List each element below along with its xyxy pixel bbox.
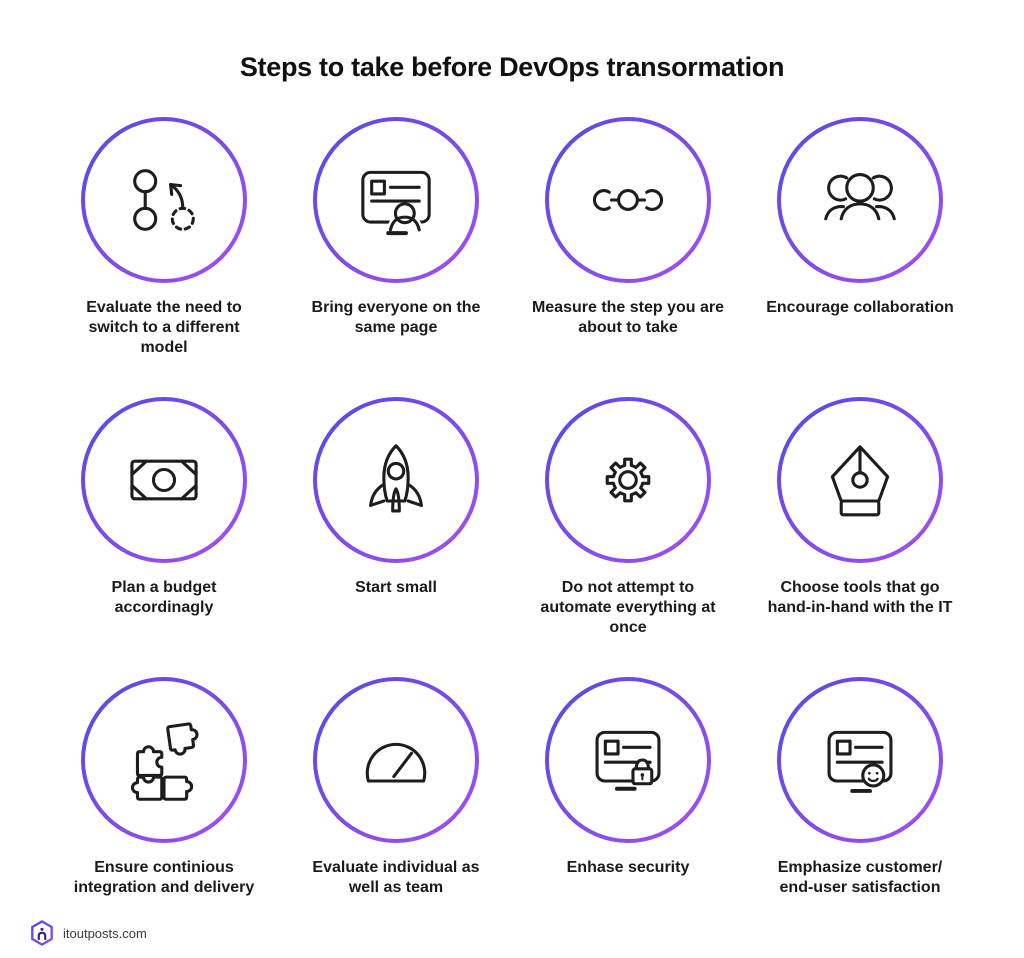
step-item: Plan a budget accordinagly (66, 397, 262, 677)
gauge-icon (365, 742, 427, 783)
step-circle (313, 397, 479, 563)
step-circle (313, 677, 479, 843)
presentation-card-person-icon (361, 170, 431, 236)
step-item: Start small (298, 397, 494, 677)
step-circle (81, 677, 247, 843)
step-item: Emphasize customer/ end-user satisfactio… (762, 677, 958, 957)
step-caption: Enhase security (566, 859, 690, 876)
smiley-card-icon (827, 730, 893, 793)
step-item: Bring everyone on the same page (298, 117, 494, 397)
linked-steps-icon (592, 189, 664, 211)
page-title: Steps to take before DevOps transormatio… (239, 52, 785, 82)
gear-icon (605, 457, 651, 503)
step-caption: Do not attempt to automate everything at… (540, 579, 716, 636)
step-circle (545, 677, 711, 843)
banknote-icon (130, 459, 198, 501)
step-item: Enhase security (530, 677, 726, 957)
step-item: Encourage collaboration (762, 117, 958, 397)
branch-switch-icon (133, 169, 195, 231)
step-caption: Emphasize customer/ end-user satisfactio… (777, 859, 943, 896)
step-caption: Measure the step you are about to take (531, 299, 725, 336)
pen-nib-icon (830, 445, 890, 517)
step-caption: Plan a budget accordinagly (111, 579, 217, 616)
footer-site-text: itoutposts.com (63, 925, 147, 941)
footer: itoutposts.com (30, 920, 147, 946)
step-caption: Start small (355, 579, 437, 596)
step-item: Choose tools that go hand-in-hand with t… (762, 397, 958, 677)
step-circle (81, 117, 247, 283)
people-group-icon (824, 173, 896, 221)
step-circle (777, 397, 943, 563)
steps-grid: Evaluate the need to switch to a differe… (48, 117, 976, 957)
step-item: Do not attempt to automate everything at… (530, 397, 726, 677)
step-caption: Choose tools that go hand-in-hand with t… (767, 579, 953, 616)
step-item: Ensure continious integration and delive… (66, 677, 262, 957)
step-circle (81, 397, 247, 563)
step-item: Evaluate individual as well as team (298, 677, 494, 957)
step-caption: Evaluate the need to switch to a differe… (86, 299, 242, 356)
step-circle (777, 117, 943, 283)
step-caption: Bring everyone on the same page (311, 299, 481, 336)
rocket-icon (369, 444, 423, 513)
itoutposts-logo-icon (31, 920, 53, 946)
step-circle (545, 117, 711, 283)
secure-card-icon (595, 730, 661, 791)
step-caption: Evaluate individual as well as team (312, 859, 480, 896)
step-circle (313, 117, 479, 283)
step-circle (777, 677, 943, 843)
step-caption: Ensure continious integration and delive… (73, 859, 255, 896)
step-circle (545, 397, 711, 563)
puzzle-pieces-icon (131, 722, 199, 801)
step-caption: Encourage collaboration (766, 299, 954, 316)
step-item: Evaluate the need to switch to a differe… (66, 117, 262, 397)
step-item: Measure the step you are about to take (530, 117, 726, 397)
